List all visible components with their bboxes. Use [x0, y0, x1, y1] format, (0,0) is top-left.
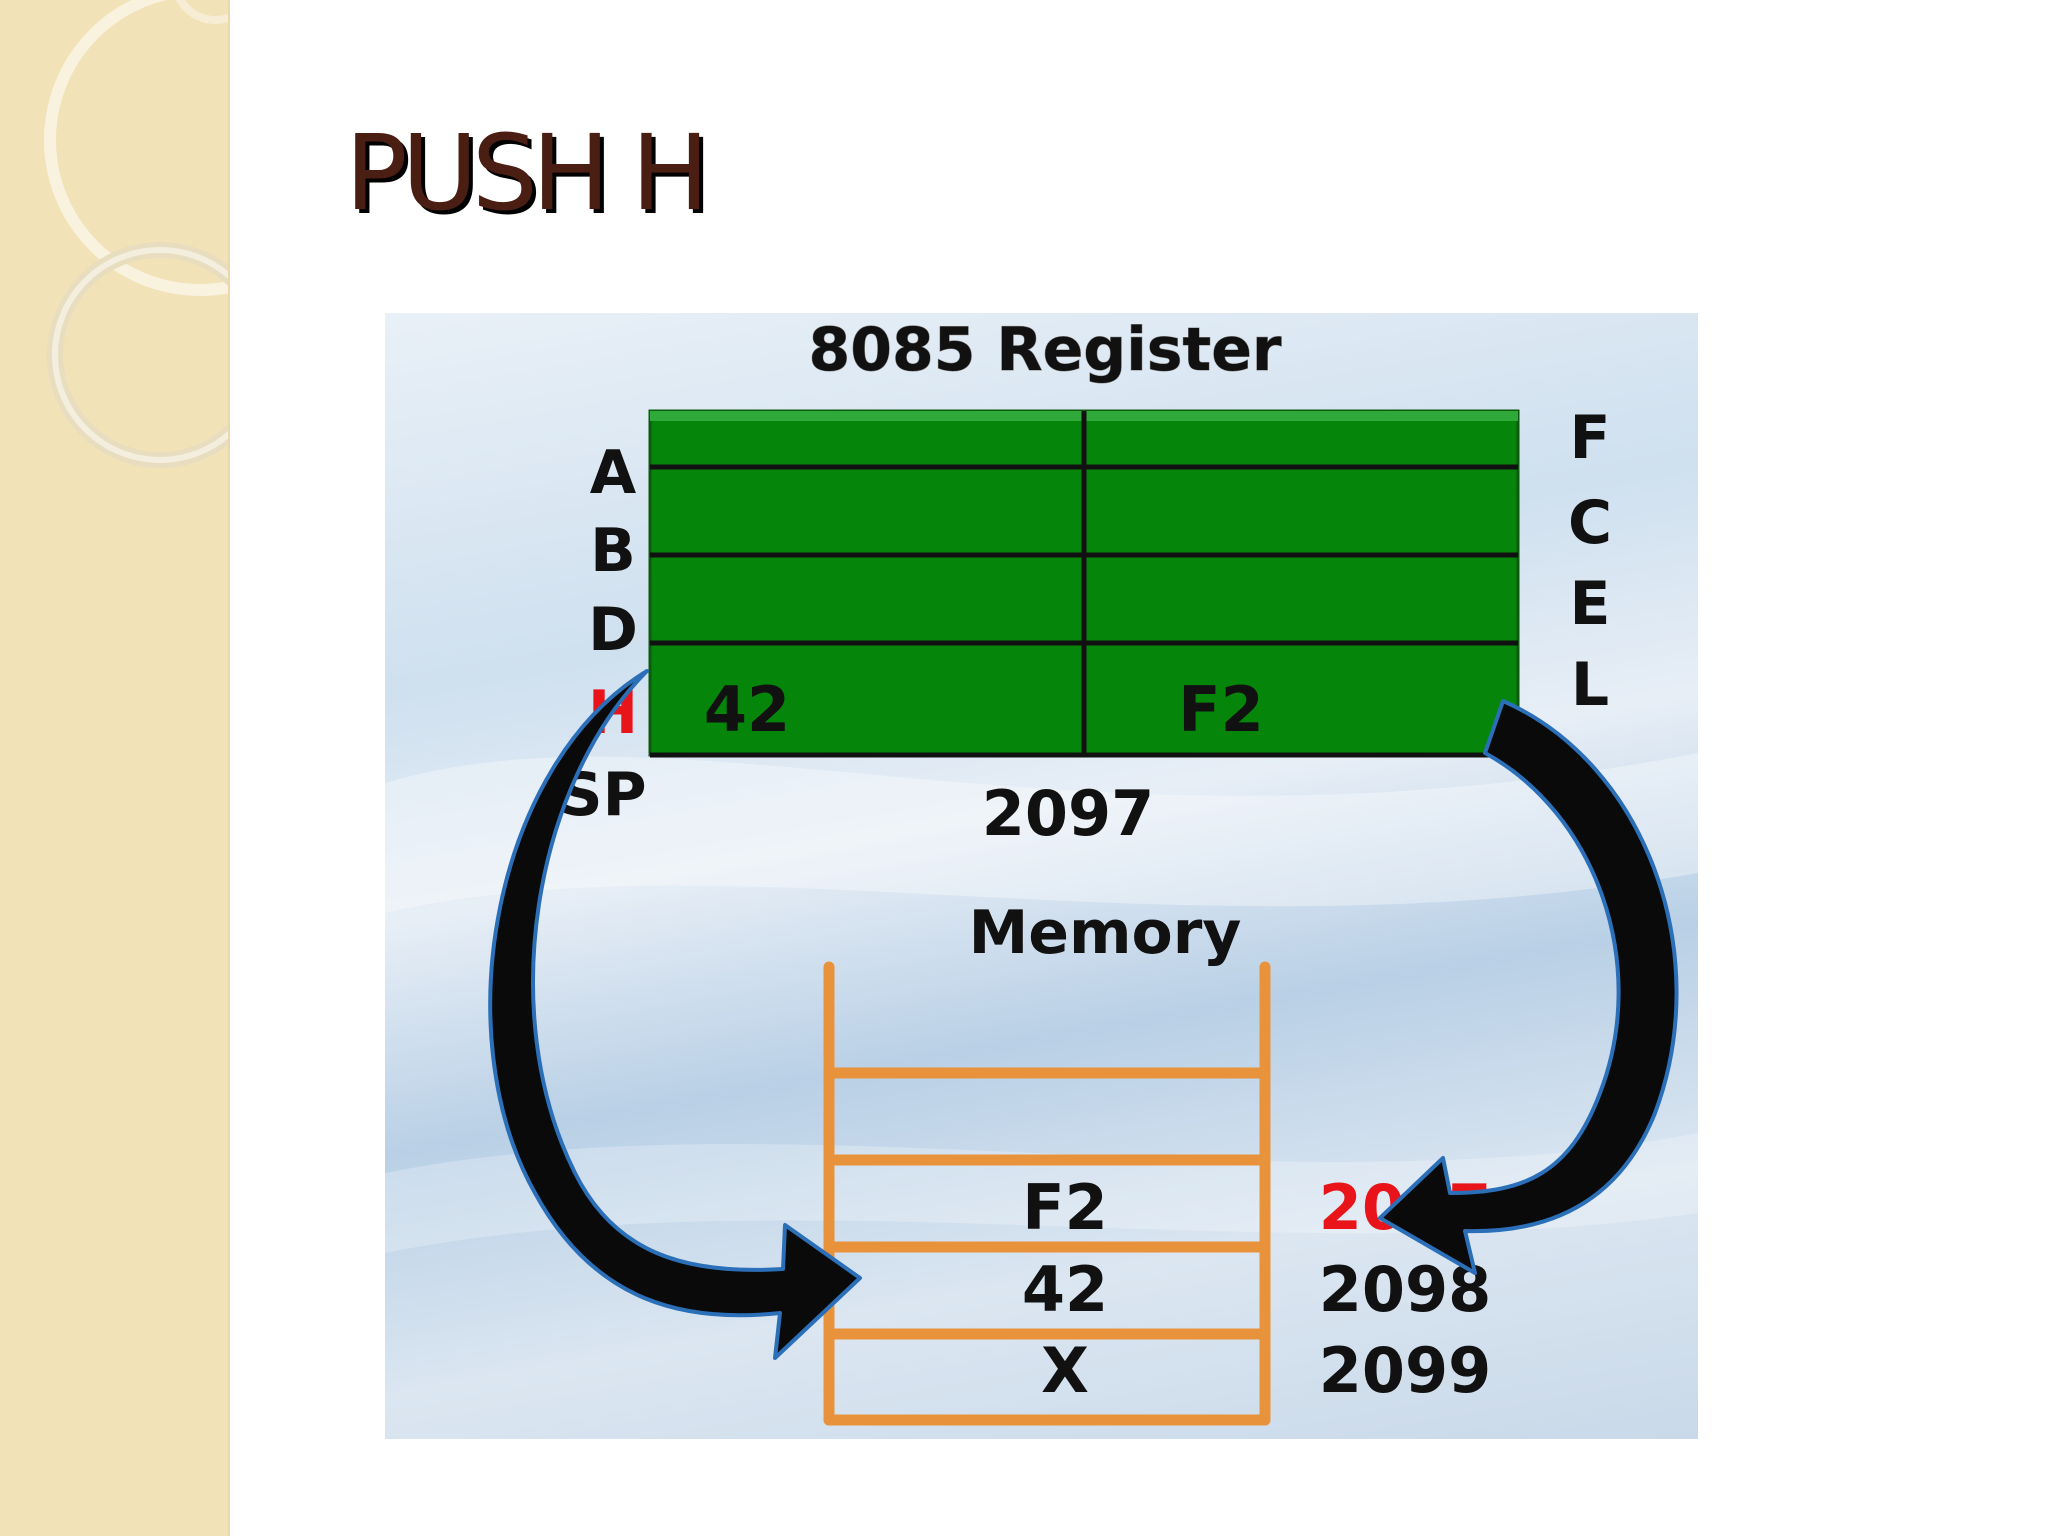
register-title: 8085 Register — [809, 315, 1282, 385]
memory-content-2099: X — [1041, 1334, 1089, 1407]
memory-title: Memory — [969, 898, 1242, 968]
register-l-value: F2 — [1178, 673, 1264, 746]
register-label-l: L — [1571, 650, 1609, 720]
push-l-arrow — [1378, 699, 1679, 1275]
push-h-arrow — [488, 669, 862, 1360]
decorative-side-band — [0, 0, 230, 1536]
sp-value: 2097 — [982, 777, 1155, 850]
memory-address-2099: 2099 — [1319, 1334, 1492, 1407]
decorative-rings — [44, 0, 228, 468]
memory-content-2098: 42 — [1022, 1253, 1108, 1326]
slide-title: PUSH H — [345, 112, 709, 234]
register-label-a: A — [590, 438, 637, 508]
register-h-value: 42 — [704, 673, 790, 746]
register-label-d: D — [588, 595, 638, 665]
register-label-e: E — [1570, 569, 1611, 639]
register-label-f: F — [1570, 403, 1611, 473]
background-streak — [385, 1133, 1698, 1253]
diagram-canvas: 8085 Register A B D H SP F C E L 42 F2 2… — [385, 315, 1698, 1426]
background-streak — [385, 753, 1698, 913]
memory-stack — [823, 961, 1271, 1426]
memory-content-2097: F2 — [1022, 1171, 1108, 1244]
register-label-b: B — [590, 516, 636, 586]
register-label-c: C — [1568, 488, 1612, 558]
push-h-diagram: 8085 Register A B D H SP F C E L 42 F2 2… — [385, 313, 1698, 1439]
